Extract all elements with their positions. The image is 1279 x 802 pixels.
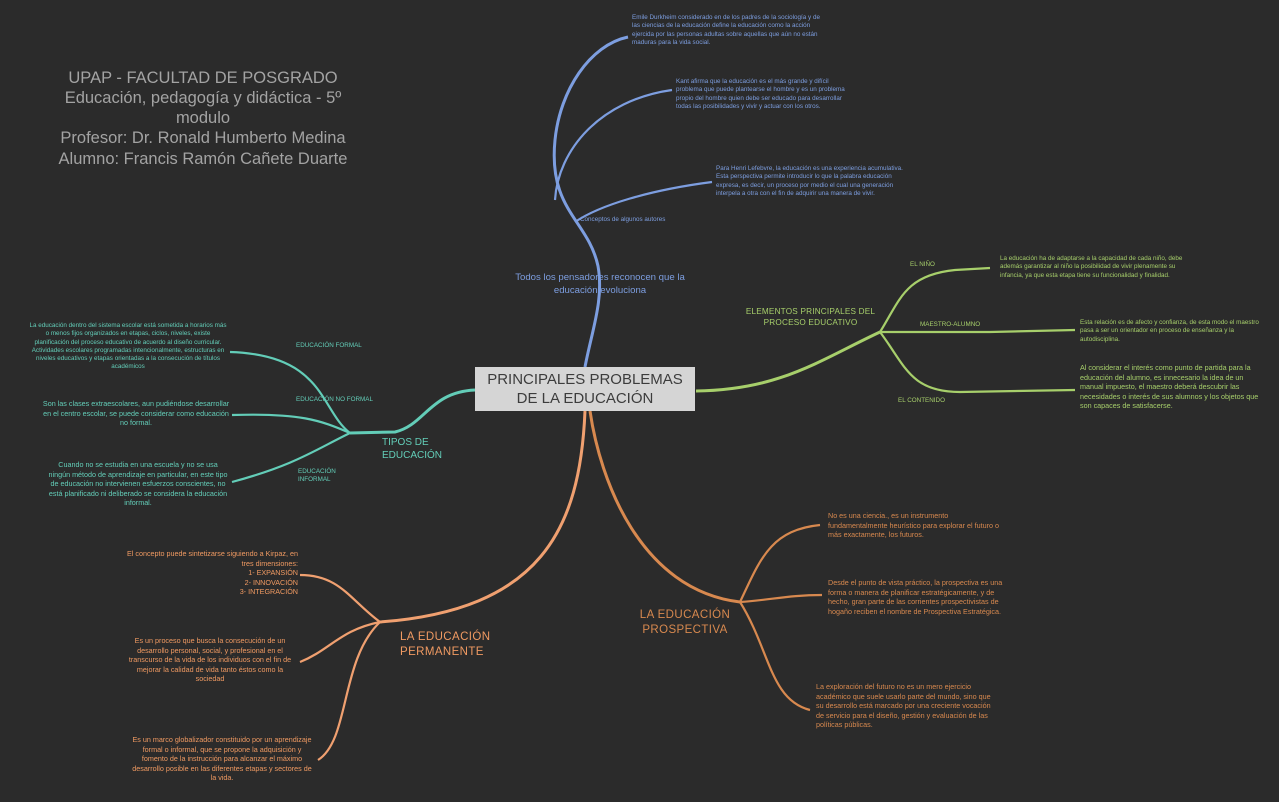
teal-link-1 [229, 350, 351, 434]
green-text-1[interactable]: La educación ha de adaptarse a la capaci… [1000, 255, 1183, 279]
teal-text-3[interactable]: Cuando no se estudia en una escuela y no… [48, 460, 228, 507]
teal-text-1[interactable]: La educación dentro del sistema escolar … [29, 322, 227, 371]
green-text-2[interactable]: Esta relación es de afecto y confianza, … [1080, 319, 1259, 343]
orange-left-title[interactable]: LA EDUCACIÓN PERMANENTE [400, 631, 491, 659]
teal-link-2 [231, 413, 351, 435]
teal-label-2[interactable]: EDUCACIÓN NO FORMAL [296, 396, 373, 403]
blue-link-2 [553, 88, 673, 201]
teal-label-1[interactable]: EDUCACIÓN FORMAL [296, 342, 362, 349]
green-label-1[interactable]: EL NIÑO [910, 261, 935, 268]
green-label-2[interactable]: MAESTRO-ALUMNO [920, 321, 981, 328]
teal-link-3 [231, 432, 351, 484]
blue-title[interactable]: Todos los pensadores reconocen que la ed… [515, 272, 685, 296]
green-link-1 [879, 266, 991, 333]
teal-label-3[interactable]: EDUCACIÓN INFORMAL [298, 468, 336, 484]
blue-trunk [552, 35, 629, 368]
header-line-1: UPAP - FACULTAD DE POSGRADO [68, 69, 338, 87]
header-line-3: modulo [175, 109, 231, 128]
green-link-2 [880, 328, 1076, 334]
orange-left-link-3 [317, 621, 381, 761]
header-block: UPAP - FACULTAD DE POSGRADO Educación, p… [18, 68, 388, 169]
orange-right-trunk [588, 410, 741, 604]
green-link-3 [879, 331, 1076, 394]
header-line-4: Profesor: Dr. Ronald Humberto Medina [60, 129, 346, 148]
teal-title[interactable]: TIPOS DE EDUCACIÓN [382, 437, 443, 462]
orange-right-link-2 [739, 593, 823, 604]
orange-left-link-2 [299, 620, 381, 664]
orange-right-leaf-2[interactable]: Desde el punto de vista práctico, la pro… [828, 578, 1003, 616]
orange-left-leaf-1[interactable]: El concepto puede sintetizarse siguiendo… [126, 549, 298, 596]
green-text-3[interactable]: Al considerar el interés como punto de p… [1080, 363, 1259, 410]
central-topic[interactable]: PRINCIPALES PROBLEMAS DE LA EDUCACIÓN [475, 367, 695, 411]
orange-left-link-1 [299, 573, 381, 623]
orange-right-leaf-3[interactable]: La exploración del futuro no es un mero … [816, 682, 991, 729]
green-title[interactable]: ELEMENTOS PRINCIPALES DEL PROCESO EDUCAT… [745, 307, 876, 327]
green-label-3[interactable]: EL CONTENIDO [898, 397, 945, 404]
orange-left-trunk [379, 410, 587, 624]
orange-left-leaf-3[interactable]: Es un marco globalizador constituido por… [132, 735, 312, 782]
green-trunk [695, 330, 881, 393]
blue-leaf-2[interactable]: Kant afirma que la educación es el más g… [676, 78, 845, 110]
orange-right-title[interactable]: LA EDUCACIÓN PROSPECTIVA [639, 609, 731, 637]
orange-right-link-1 [739, 523, 821, 603]
blue-leaf-1[interactable]: Emile Durkheim considerado en de los pad… [632, 14, 820, 46]
header-line-2: Educación, pedagogía y didáctica - 5º [64, 89, 342, 108]
blue-subtitle[interactable]: Conceptos de algunos autores [580, 216, 666, 223]
orange-right-leaf-1[interactable]: No es una ciencia., es un instrumento fu… [828, 511, 1000, 539]
orange-right-link-3 [739, 601, 811, 712]
blue-link-3 [574, 180, 713, 223]
header-line-5: Alumno: Francis Ramón Cañete Duarte [58, 149, 348, 168]
teal-text-2[interactable]: Son las clases extraescolares, aun pudié… [42, 399, 230, 427]
blue-leaf-3[interactable]: Para Henri Lefebvre, la educación es una… [716, 165, 903, 197]
orange-left-leaf-2[interactable]: Es un proceso que busca la consecución d… [128, 636, 292, 683]
teal-trunk [349, 388, 476, 435]
